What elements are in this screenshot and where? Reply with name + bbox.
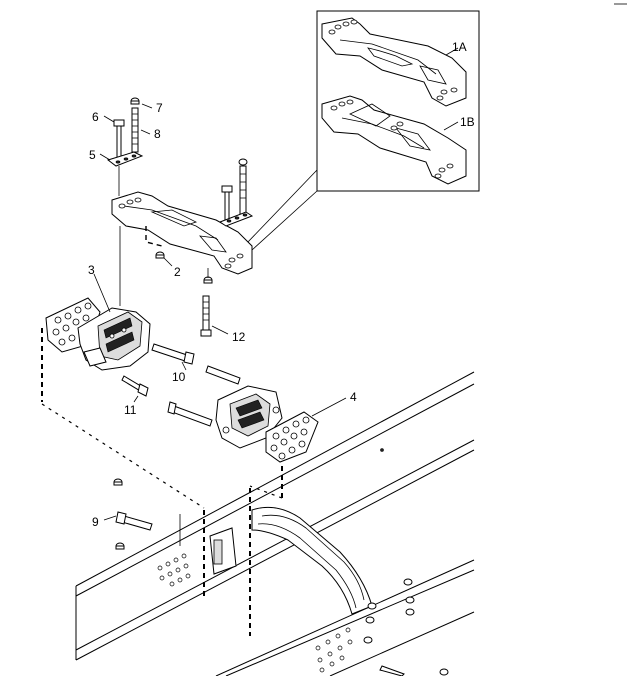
mounting-support [209,506,373,615]
leader-1a [445,47,459,56]
callout-7: 7 [156,101,163,115]
crossmember-variant-1a [321,17,467,107]
crossmember-main [111,191,253,275]
frame-hole-pattern-right [315,627,353,673]
bolt-lower-right-4 [167,401,213,427]
plate-5 [106,151,144,167]
callout-12: 12 [232,330,246,344]
leader-7 [141,103,153,109]
callout-3: 3 [88,263,95,277]
leader-11 [133,395,139,403]
bolt-right [221,185,233,221]
callout-4: 4 [350,390,357,404]
leader-10 [181,361,187,371]
inset-detail-box: 1A 1B [316,10,480,192]
leader-5 [99,153,111,161]
bracket-3 [77,307,151,371]
callout-8: 8 [154,127,161,141]
frame-rail-front [75,371,475,661]
bolt-12 [200,295,212,337]
callout-5: 5 [89,148,96,162]
stud-8 [131,107,139,153]
nut-lower-right [203,276,213,284]
frame-hole-pattern-left [157,553,191,587]
bolt-6 [113,119,125,159]
nut-9-top [113,478,123,486]
frame-rail-rear [215,559,475,676]
leader-9 [103,515,117,521]
plate-right [218,211,254,227]
callout-11: 11 [124,403,137,417]
callout-10: 10 [172,370,186,384]
bolt-upper-right [205,365,241,385]
callout-1b: 1B [460,115,475,129]
zoom-line-lower [251,190,318,251]
zoom-line-upper [245,169,318,245]
callout-2: 2 [174,265,181,279]
nut-9-bottom [115,542,125,550]
leader-12 [211,325,229,335]
leader-6 [103,115,115,123]
callout-6: 6 [92,110,99,124]
shim-plate-4 [265,411,319,463]
bolt-11 [121,375,149,397]
leader-2 [163,257,173,267]
crossmember-variant-1b [321,95,467,185]
frame-fasteners-right [363,578,449,676]
bolt-9 [115,511,153,531]
nut-2 [155,251,165,259]
leader-3 [93,273,111,313]
nut-7 [130,97,140,105]
bolt-10 [151,343,195,365]
stud-right [238,158,248,215]
leader-4 [311,397,347,417]
dash-right-diagonal [249,485,283,499]
dash-left-diagonal [41,403,205,509]
frame-dot [380,448,384,452]
callout-1a: 1A [452,40,467,54]
leader-8 [140,129,151,135]
leader-1b [443,121,459,131]
callout-9: 9 [92,515,99,529]
